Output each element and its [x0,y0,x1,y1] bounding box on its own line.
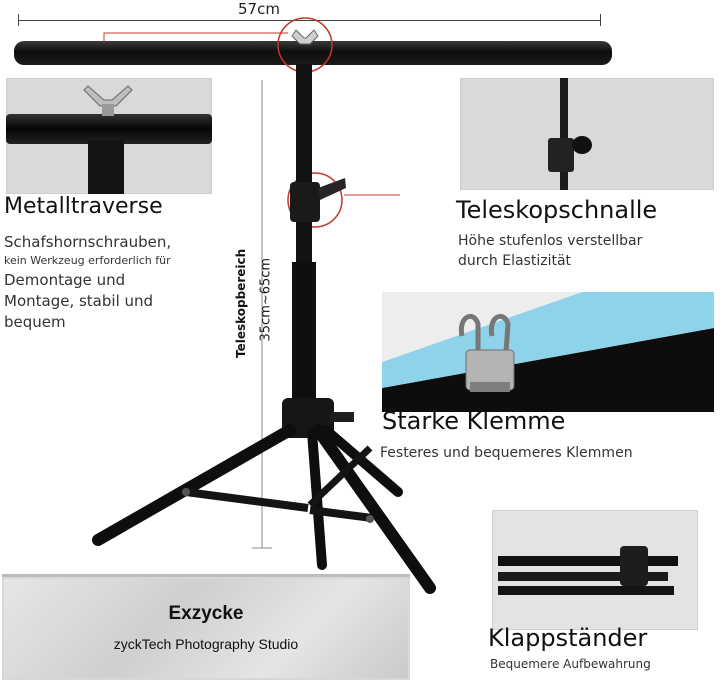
brand-plaque: Exzycke zyckTech Photography Studio [2,574,410,680]
height-caption: Teleskopbereich [234,248,248,358]
folded-leg-2 [498,572,668,581]
folded-hub [620,546,648,586]
feature-line: Schafshornschrauben, [4,233,172,251]
clamp-icon [458,313,515,392]
brace-left [185,488,309,512]
feature-line: kein Werkzeug erforderlich für [4,254,171,267]
crossbar [14,41,612,65]
height-label: 35cm~65cm [258,257,274,342]
wingnut-icon [83,85,133,116]
buckle-lever [318,178,346,200]
buckle-highlight-circle [287,172,343,228]
feature-title-starke-klemme: Starke Klemme [382,407,566,435]
feature-title-teleskopschnalle: Teleskopschnalle [456,196,658,224]
feature-line: bequem [4,313,66,331]
width-label: 57cm [238,0,280,18]
hub-knob [330,412,354,422]
crossbar-wingnut [291,29,319,45]
lower-pole [292,262,316,402]
feature-line: Höhe stufenlos verstellbar [458,233,643,249]
brand-name: Exzycke [168,603,244,624]
telescopic-buckle [290,182,320,222]
buckle-detail-photo [460,78,714,190]
buckle-detail-clamp [548,138,574,172]
feature-line: Festeres und bequemeres Klemmen [380,445,633,461]
clamp-detail-photo [382,292,714,412]
brace-rivet [366,515,374,523]
crossbar-detail-bar [6,114,212,144]
crossbar-callout-line [103,32,288,42]
brace-right [309,506,373,522]
width-dimension-tick-left [18,14,19,26]
feature-line: Montage, stabil und [4,292,154,310]
feature-line: Demontage und [4,271,126,289]
width-dimension-line [18,20,600,21]
folded-leg-3 [498,586,674,595]
buckle-detail-knob [572,136,592,154]
upper-pole [296,64,312,264]
leg-left [92,424,296,546]
feature-title-klappstaender: Klappständer [488,624,648,652]
feature-line: durch Elastizität [458,253,572,269]
leg-right [312,424,436,594]
brace-rivet [182,488,190,496]
crossbar-detail-photo [6,78,212,194]
feature-line: Bequemere Aufbewahrung [490,657,651,671]
folding-stand-photo [492,510,698,630]
brace-back [307,445,373,508]
leg-back [321,425,403,497]
buckle-detail-pole [560,78,568,190]
feature-title-metalltraverse: Metalltraverse [4,194,163,219]
crossbar-highlight-circle [277,17,333,73]
folded-leg-1 [498,556,678,566]
crossbar-detail-pole [88,140,124,194]
width-dimension-tick-right [600,14,601,26]
brand-subtitle: zyckTech Photography Studio [113,636,299,652]
